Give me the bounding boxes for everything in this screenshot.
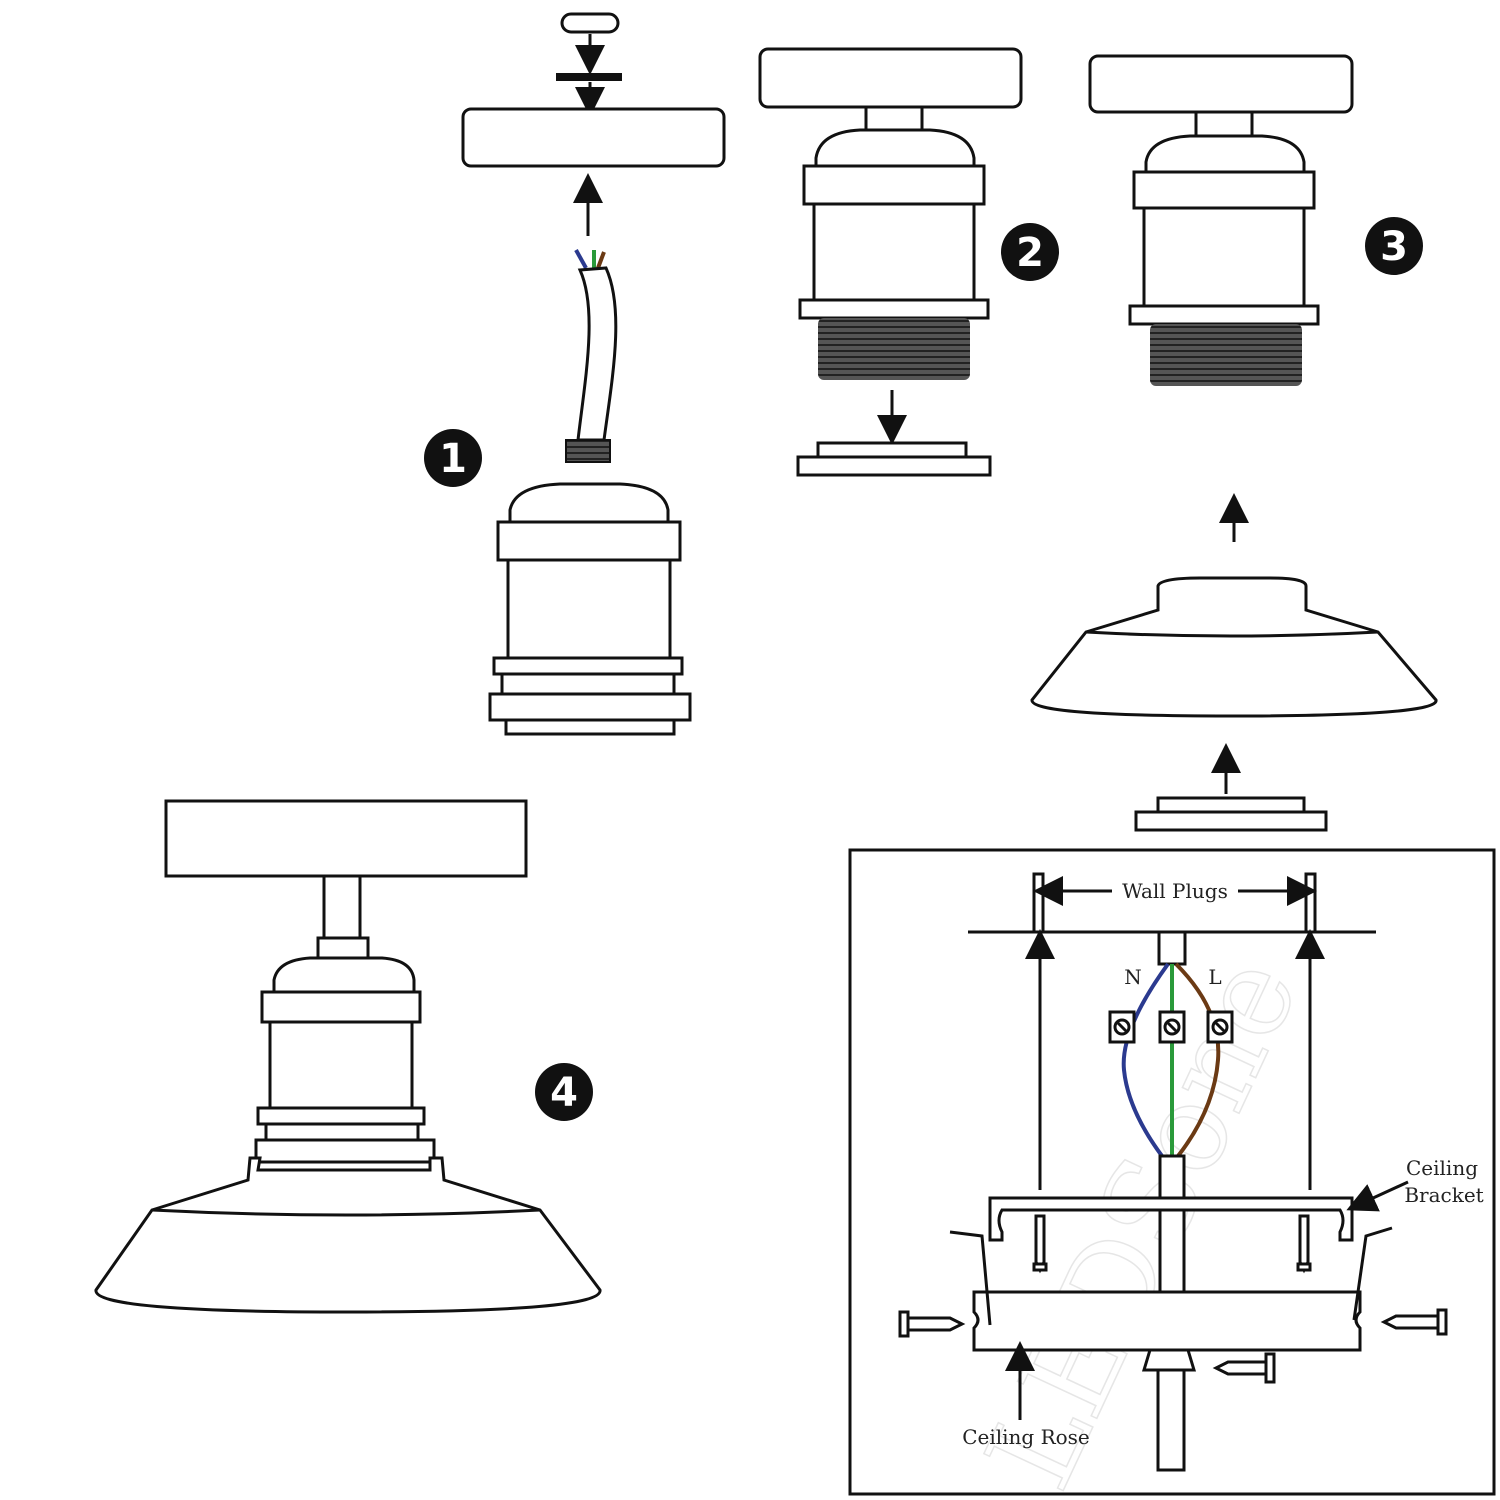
wiring-diagram-panel: LEDSone Wall Plugs N L [848,848,1496,1500]
holder-base [504,720,676,736]
terminal-block-neutral [1108,1010,1136,1044]
holder-3-ring-top [1132,170,1316,210]
holder-4-ring-bottom [254,1138,436,1164]
shade-3 [1030,576,1438,718]
step-2-number: 2 [1016,230,1044,276]
holder-dome [508,482,670,526]
supply-cable-top [1157,930,1187,966]
stem-3 [1194,110,1254,140]
step-2-badge [1001,223,1059,281]
step-1-group: 1 [424,12,726,736]
holder-ring-mid [492,656,684,676]
terminal-block-earth [1158,1010,1186,1044]
holder-body [506,558,672,660]
holder-4-ring-mid [256,1106,426,1126]
label-ceiling-bracket-line1: Ceiling [1406,1156,1478,1180]
wall-plug-right [1304,872,1317,934]
step-4-number: 4 [550,1070,578,1116]
blue-wire [574,249,588,269]
ceiling-bracket [988,1196,1354,1242]
holder-3-ring-bottom [1128,304,1320,326]
live-wire [1174,962,1221,1158]
step-3-number: 3 [1380,224,1408,270]
screw-right-icon [1380,1308,1448,1336]
holder-3-thread [1150,324,1302,386]
holder-ring-top [496,520,682,562]
shade-4 [94,1156,602,1314]
holder-2-ring-bottom [798,298,990,320]
label-ceiling-rose: Ceiling Rose [962,1425,1090,1449]
ceiling-rose [972,1290,1362,1352]
brown-wire [596,251,606,269]
shade-ring-3-top [1156,796,1306,814]
washer-plate [556,73,622,81]
nail-left-icon [1032,1214,1048,1274]
ceiling-plate-2 [758,47,1023,109]
holder-ring-bottom [488,692,692,722]
shade-ring-top [816,441,968,459]
step-4-group: 4 [94,799,602,1314]
step-1-badge [424,429,482,487]
label-ceiling-bracket-line2: Bracket [1404,1183,1483,1207]
label-live: L [1208,965,1221,989]
neutral-wire [1121,962,1170,1158]
holder-2-thread [818,318,970,380]
ceiling-plate-3 [1088,54,1354,114]
arrow-icon [1346,1180,1409,1212]
shade-4-crease [151,1208,541,1217]
cable-to-rose [1158,1154,1186,1294]
label-neutral: N [1124,965,1142,989]
pendant-cable [1156,1368,1186,1472]
pointer-line [1352,1226,1393,1321]
holder-2-dome [814,128,976,172]
nail-right-icon [1296,1214,1312,1274]
cable [576,266,618,442]
holder-3-body [1142,206,1306,308]
shade-ring-3-bottom [1134,810,1328,832]
label-wall-plugs: Wall Plugs [1122,879,1228,903]
holder-2-ring-top [802,164,986,206]
stem-2 [864,105,924,134]
step-3-badge [1365,217,1423,275]
pointer-line [949,1230,992,1326]
terminal-block-live [1206,1010,1234,1044]
cord-grip [1141,1348,1197,1372]
holder-3-dome [1144,134,1306,178]
stem-4 [322,874,362,940]
threaded-stem [565,439,611,463]
holder-4-neck [264,1122,420,1142]
shade-ring-bottom [796,455,992,477]
holder-2-body [812,202,976,302]
grub-screw-icon [1212,1352,1276,1384]
step-4-badge [535,1063,593,1121]
holder-4-dome [272,956,416,996]
step-2-group: 2 [758,47,1059,477]
holder-4-ring-top [260,990,422,1024]
wall-plug-left [1032,872,1045,934]
step-1-number: 1 [439,436,467,482]
holder-4-body [268,1020,414,1110]
ceiling-plate-1 [461,107,726,168]
shade-3-crease [1085,630,1379,638]
cord-grip-cap [560,12,620,34]
screw-left-icon [898,1310,966,1338]
holder-neck [500,672,676,696]
step-3-group: 3 [1030,54,1438,832]
ceiling-plate-4 [164,799,528,878]
